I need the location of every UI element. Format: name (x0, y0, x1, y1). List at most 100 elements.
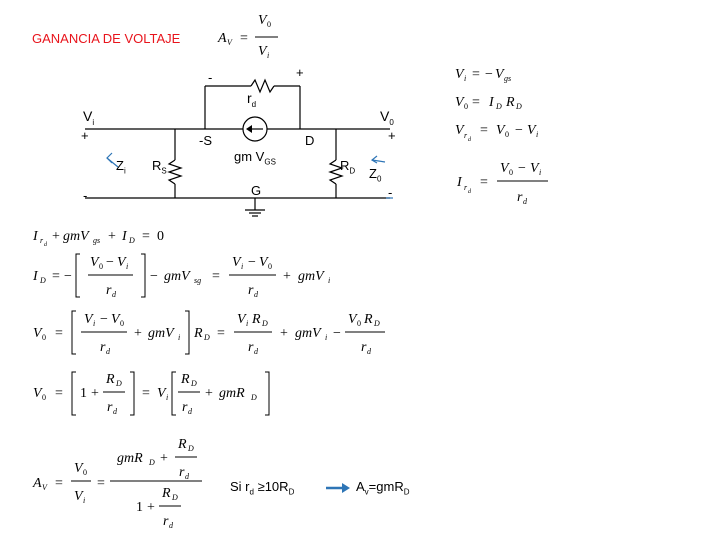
svg-text:sg: sg (194, 276, 201, 285)
rd-label: rd (247, 90, 257, 109)
svg-text:d: d (169, 521, 174, 530)
svg-text:=: = (217, 326, 225, 341)
svg-text:i: i (267, 51, 269, 60)
z0-label: Z0 (369, 166, 382, 184)
svg-text:I: I (32, 269, 39, 284)
svg-text:gmV: gmV (148, 326, 175, 341)
svg-text:+: + (134, 326, 142, 341)
svg-text:D: D (373, 319, 380, 328)
svg-text:d: d (254, 290, 259, 299)
svg-text:r: r (163, 514, 169, 529)
svg-text:V: V (117, 255, 127, 270)
svg-text:D: D (515, 102, 522, 111)
svg-text:−: − (485, 67, 493, 82)
svg-text:gs: gs (504, 74, 511, 83)
svg-text:i: i (464, 74, 466, 83)
vi-minus-sign: - (83, 188, 88, 203)
svg-text:0: 0 (268, 262, 272, 271)
result-note: Av=gmRD (356, 479, 410, 497)
svg-text:D: D (203, 333, 210, 342)
svg-text:=: = (472, 95, 480, 110)
svg-text:=: = (240, 31, 248, 46)
svg-text:d: d (113, 407, 118, 416)
current-source-label: gm VGS (234, 149, 276, 167)
svg-text:0: 0 (157, 229, 164, 244)
svg-text:d: d (468, 189, 472, 195)
svg-text:+: + (52, 229, 60, 244)
svg-text:0: 0 (83, 468, 87, 477)
svg-text:gmV: gmV (298, 269, 325, 284)
svg-text:gmR: gmR (117, 451, 143, 466)
svg-text:0: 0 (120, 319, 124, 328)
svg-text:d: d (254, 347, 259, 356)
svg-text:R: R (193, 326, 203, 341)
svg-text:−: − (150, 269, 158, 284)
svg-text:=: = (472, 67, 480, 82)
svg-text:D: D (171, 493, 178, 502)
svg-text:+: + (283, 269, 291, 284)
svg-text:A: A (217, 31, 227, 46)
svg-text:V: V (500, 161, 510, 176)
svg-text:0: 0 (42, 333, 46, 342)
svg-text:d: d (185, 472, 190, 481)
svg-text:i: i (83, 496, 85, 505)
svg-text:r: r (179, 465, 185, 480)
svg-text:V: V (84, 312, 94, 327)
implies-arrow-icon (326, 483, 350, 493)
svg-text:=: = (52, 269, 60, 284)
svg-text:=: = (55, 326, 63, 341)
svg-text:i: i (536, 130, 538, 139)
rd-load-label: RD (340, 158, 356, 176)
v0-label: V0 (380, 108, 394, 127)
svg-text:r: r (464, 131, 468, 140)
svg-text:R: R (177, 437, 187, 452)
svg-text:D: D (495, 102, 502, 111)
svg-text:V: V (33, 326, 43, 341)
zi-arrow-icon (106, 152, 119, 168)
svg-text:i: i (325, 333, 327, 342)
svg-text:V: V (495, 67, 505, 82)
svg-text:r: r (40, 236, 44, 245)
svg-text:I: I (121, 229, 128, 244)
source-terminal-label: -S (199, 133, 212, 148)
z0-arrow-icon (370, 155, 386, 164)
gate-terminal-label: G (251, 183, 262, 198)
svg-text:i: i (539, 168, 541, 177)
svg-text:V: V (258, 44, 268, 59)
rd-plus-sign: + (296, 65, 304, 80)
svg-text:D: D (250, 393, 257, 402)
svg-text:gs: gs (93, 236, 100, 245)
svg-text:V: V (111, 312, 121, 327)
svg-text:r: r (106, 283, 112, 298)
svg-text:D: D (261, 319, 268, 328)
svg-text:0: 0 (99, 262, 103, 271)
svg-text:−: − (64, 269, 72, 284)
svg-text:i: i (328, 276, 330, 285)
svg-text:I: I (456, 175, 463, 190)
svg-text:I: I (32, 229, 39, 244)
svg-text:V: V (348, 312, 358, 327)
svg-text:V: V (74, 461, 84, 476)
svg-text:0: 0 (267, 20, 271, 29)
vi-plus-sign: + (81, 128, 89, 143)
svg-text:r: r (248, 340, 254, 355)
svg-text:gmV: gmV (63, 229, 90, 244)
svg-text:=: = (142, 386, 150, 401)
svg-text:V: V (74, 489, 84, 504)
svg-text:V: V (496, 123, 506, 138)
svg-text:R: R (161, 486, 171, 501)
svg-text:r: r (361, 340, 367, 355)
svg-text:I: I (488, 95, 495, 110)
svg-text:−: − (248, 255, 256, 270)
svg-text:V: V (455, 67, 465, 82)
svg-text:D: D (128, 236, 135, 245)
svg-text:D: D (187, 444, 194, 453)
vi-label: Vi (83, 108, 95, 127)
svg-text:d: d (188, 407, 193, 416)
